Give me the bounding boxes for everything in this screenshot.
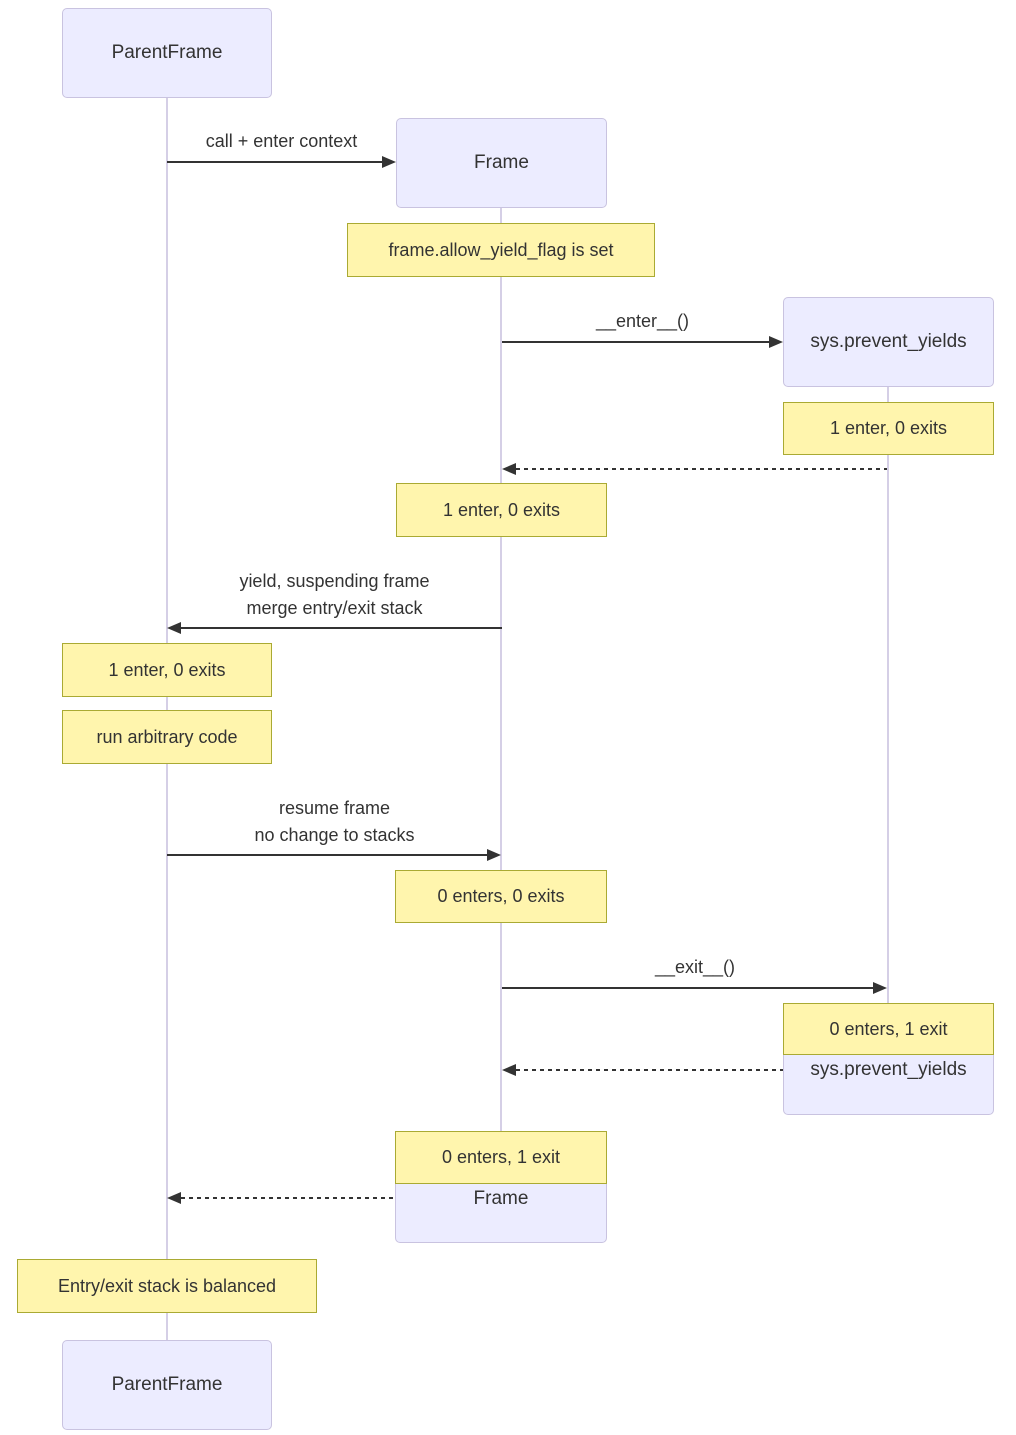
arrowhead-left-icon <box>502 1064 516 1076</box>
message-line-yield <box>181 627 502 629</box>
arrowhead-right-icon <box>382 156 396 168</box>
message-label-enter: __enter__() <box>595 311 690 331</box>
participant-label: ParentFrame <box>111 42 223 63</box>
lifeline-sys-prevent-yields <box>887 387 889 1055</box>
message-label-resume: resume frame no change to stacks <box>167 795 502 849</box>
arrowhead-right-icon <box>873 982 887 994</box>
lifeline-frame <box>500 208 502 1184</box>
message-line-return-enter <box>516 468 887 470</box>
note-stack-balanced: Entry/exit stack is balanced <box>17 1259 317 1313</box>
note-frame-0-enters-0-exits: 0 enters, 0 exits <box>395 870 607 923</box>
arrowhead-right-icon <box>769 336 783 348</box>
message-line-return-frame <box>181 1197 502 1199</box>
arrowhead-left-icon <box>502 463 516 475</box>
note-parent-1-enter-0-exits: 1 enter, 0 exits <box>62 643 272 697</box>
note-text: 1 enter, 0 exits <box>829 418 948 438</box>
note-run-arbitrary-code: run arbitrary code <box>62 710 272 764</box>
participant-label: Frame <box>473 1187 529 1209</box>
message-label-yield: yield, suspending frame merge entry/exit… <box>167 568 502 622</box>
note-sys-1-enter-0-exits: 1 enter, 0 exits <box>783 402 994 455</box>
note-text: 1 enter, 0 exits <box>442 499 561 520</box>
message-line-resume <box>167 854 488 856</box>
message-line-call-enter-context <box>167 161 383 163</box>
note-text: 1 enter, 0 exits <box>108 659 226 680</box>
message-line-exit <box>502 987 874 989</box>
note-text: Entry/exit stack is balanced <box>57 1275 277 1296</box>
note-text: run arbitrary code <box>96 726 238 747</box>
note-text: 0 enters, 1 exit <box>441 1147 561 1167</box>
participant-parentframe-bottom: ParentFrame <box>62 1340 272 1430</box>
message-label-line: yield, suspending frame <box>239 571 430 591</box>
note-text: 0 enters, 0 exits <box>437 886 565 906</box>
message-label-call-enter-context: call + enter context <box>205 131 358 151</box>
message-line-return-exit <box>516 1069 887 1071</box>
message-label-line: merge entry/exit stack <box>246 598 423 618</box>
arrowhead-left-icon <box>167 622 181 634</box>
participant-label: ParentFrame <box>111 1374 223 1395</box>
arrowhead-left-icon <box>167 1192 181 1204</box>
note-sys-0-enters-1-exit: 0 enters, 1 exit <box>783 1003 994 1055</box>
arrowhead-right-icon <box>487 849 501 861</box>
message-line-enter <box>502 341 770 343</box>
participant-parentframe-top: ParentFrame <box>62 8 272 98</box>
message-label-exit: __exit__() <box>654 957 736 977</box>
note-frame-1-enter-0-exits: 1 enter, 0 exits <box>396 483 607 537</box>
note-frame-0-enters-1-exit: 0 enters, 1 exit <box>395 1131 607 1184</box>
participant-sys-prevent-yields-top: sys.prevent_yields <box>783 297 994 387</box>
participant-label: sys.prevent_yields <box>810 331 967 352</box>
message-label-line: no change to stacks <box>254 825 415 845</box>
note-text: 0 enters, 1 exit <box>829 1018 948 1039</box>
participant-label: sys.prevent_yields <box>810 1059 967 1080</box>
participant-label: Frame <box>474 152 529 173</box>
note-allow-yield-flag: frame.allow_yield_flag is set <box>347 223 655 277</box>
participant-frame-top: Frame <box>396 118 607 208</box>
message-label-line: resume frame <box>278 798 391 818</box>
note-text: frame.allow_yield_flag is set <box>388 239 614 260</box>
